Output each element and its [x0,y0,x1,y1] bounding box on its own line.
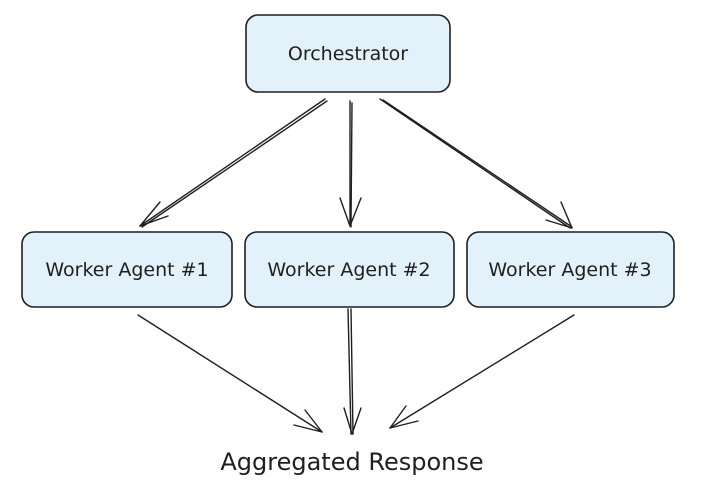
edge-worker-2-result [343,308,362,435]
worker-agent-1-node: Worker Agent #1 [21,231,233,308]
edge-orchestrator-worker-2 [339,100,362,228]
worker-agent-1-label: Worker Agent #1 [45,259,208,281]
edge-orchestrator-worker-1 [139,98,328,228]
worker-agent-2-label: Worker Agent #2 [267,259,430,281]
orchestrator-node: Orchestrator [245,14,451,93]
worker-agent-3-label: Worker Agent #3 [488,259,651,281]
aggregated-response-label: Aggregated Response [220,448,483,476]
worker-agent-2-node: Worker Agent #2 [244,231,455,308]
edge-orchestrator-worker-3 [379,98,573,229]
edge-worker-1-result [137,314,323,433]
orchestrator-label: Orchestrator [288,43,408,65]
worker-agent-3-node: Worker Agent #3 [466,231,675,308]
edge-worker-3-result [389,314,575,429]
